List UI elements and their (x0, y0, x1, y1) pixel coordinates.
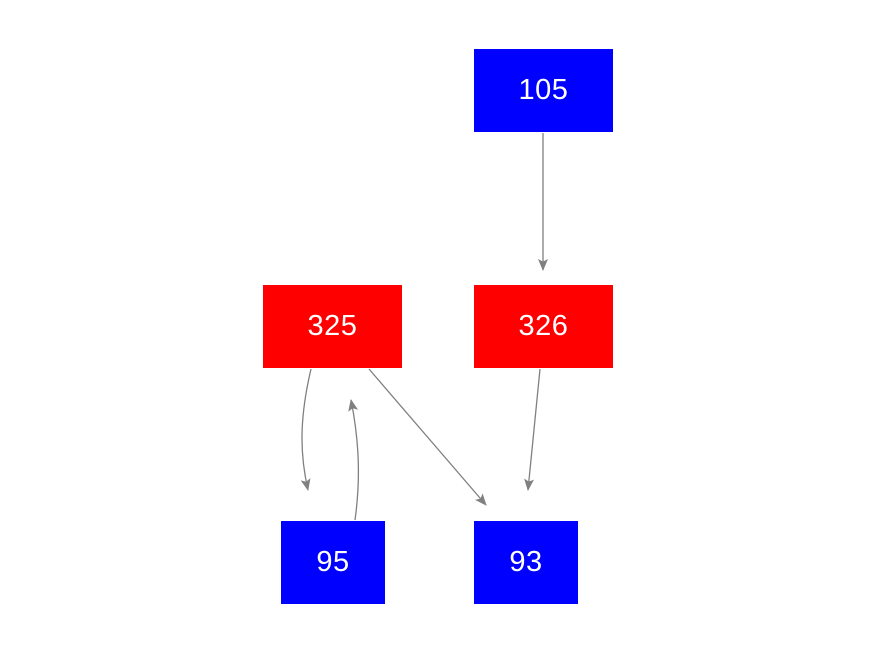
node-label-325: 325 (307, 310, 358, 342)
edge-95-to-325 (348, 399, 360, 521)
node-326[interactable]: 326 (474, 285, 613, 368)
edge-325-to-93 (368, 368, 487, 506)
node-325[interactable]: 325 (263, 285, 402, 368)
node-label-93: 93 (509, 546, 543, 578)
edge-326-to-93 (524, 368, 541, 491)
node-label-95: 95 (316, 546, 350, 578)
node-93[interactable]: 93 (474, 521, 578, 604)
node-105[interactable]: 105 (474, 49, 613, 132)
node-label-105: 105 (518, 74, 569, 106)
node-95[interactable]: 95 (281, 521, 385, 604)
node-label-326: 326 (518, 310, 569, 342)
edge-325-to-95 (300, 368, 312, 491)
